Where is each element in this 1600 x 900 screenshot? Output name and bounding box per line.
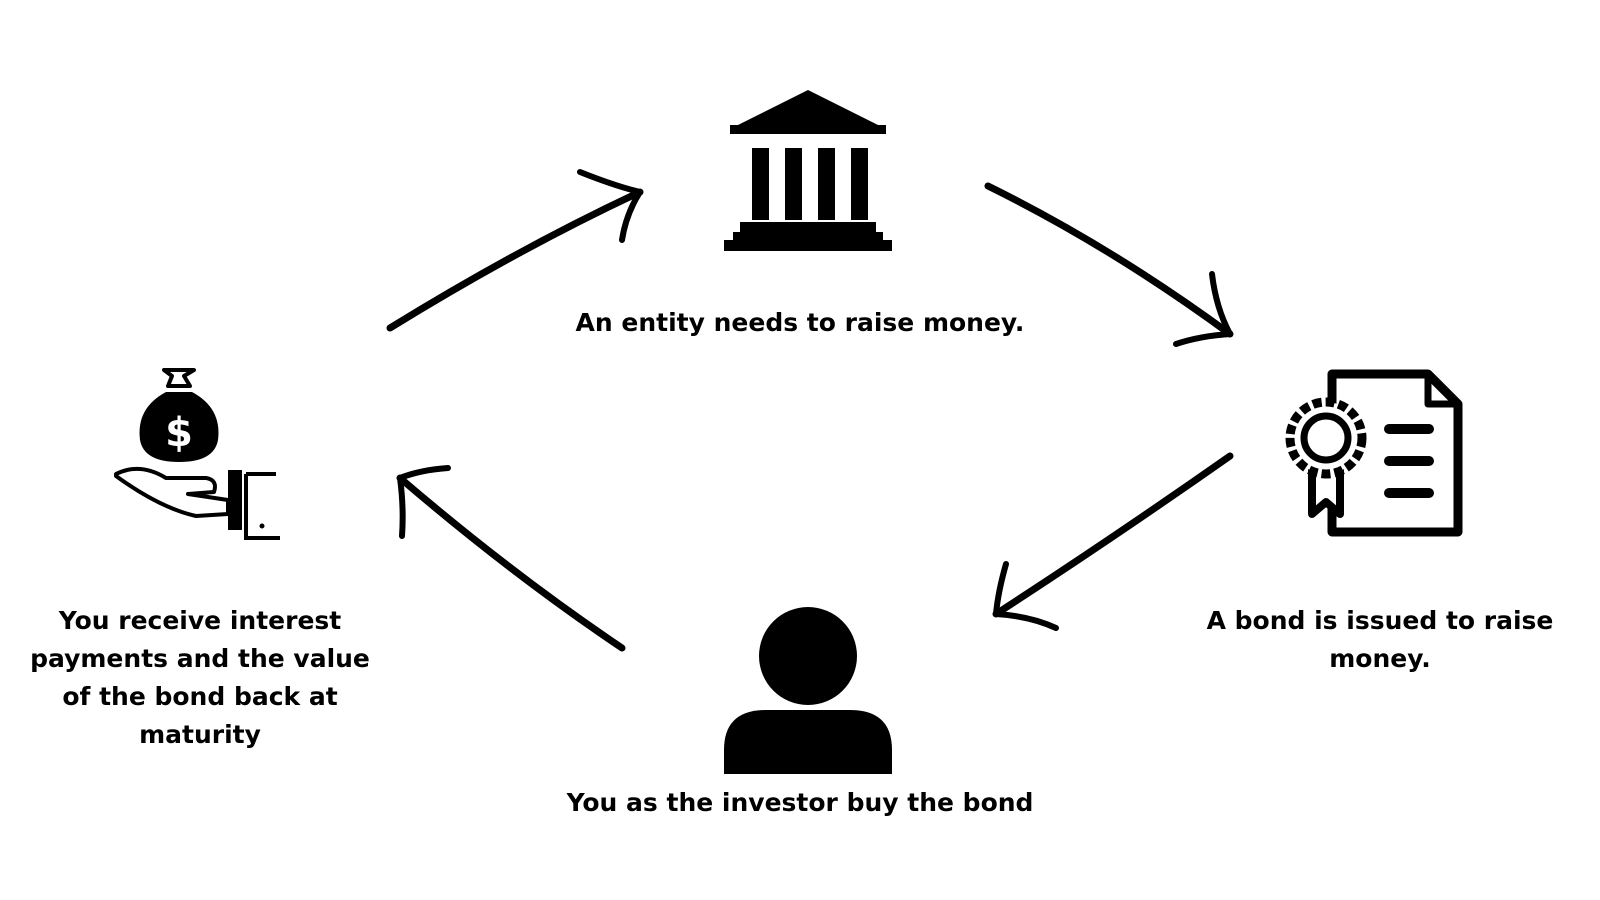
arrow-investor-to-receive — [396, 465, 626, 652]
person-icon — [724, 607, 892, 774]
arrow-receive-to-entity — [386, 169, 644, 332]
hand-money-bag-icon: $ — [114, 368, 280, 540]
certificate-document-icon — [1285, 369, 1463, 537]
caption-entity: An entity needs to raise money. — [575, 308, 1025, 337]
arrow-bond-to-investor — [992, 452, 1234, 631]
caption-receive-payments: You receive interest payments and the va… — [30, 606, 370, 749]
svg-text:$: $ — [165, 410, 193, 456]
caption-bond-issued: A bond is issued to raise money. — [1206, 606, 1554, 673]
arrow-entity-to-bond — [984, 182, 1234, 347]
caption-investor: You as the investor buy the bond — [566, 788, 1034, 817]
bank-icon — [724, 90, 892, 251]
